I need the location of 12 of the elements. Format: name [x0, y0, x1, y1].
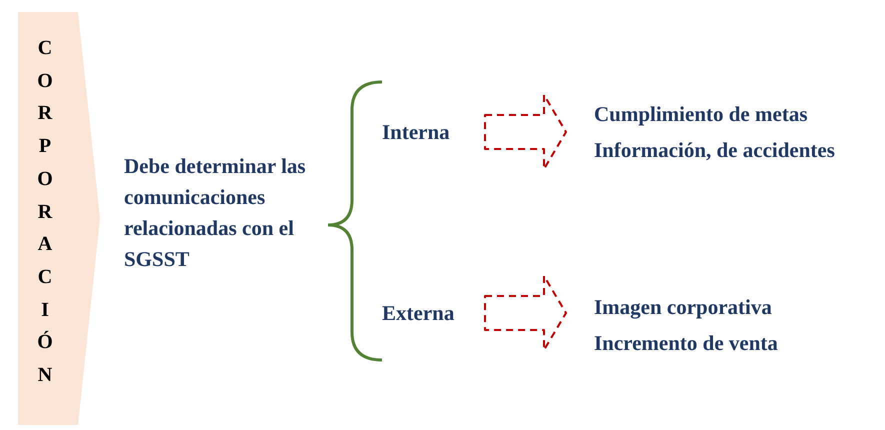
curly-brace: [328, 224, 382, 362]
category-label: Interna: [382, 119, 451, 146]
vertical-title: CORPORACIÓN: [36, 36, 54, 388]
banner-arrow: [18, 12, 100, 425]
item-text: Información, de accidentes: [594, 137, 836, 164]
statement-text: Debe determinar las comunicaciones relacionadas con el SGSST: [124, 153, 307, 273]
item-text: Incremento de venta: [594, 330, 779, 357]
item-text: Cumplimiento de metas: [594, 101, 808, 128]
block-arrow: [484, 94, 567, 170]
item-text: Imagen corporativa: [594, 294, 773, 321]
category-label: Externa: [382, 300, 456, 327]
block-arrow: [484, 275, 567, 351]
